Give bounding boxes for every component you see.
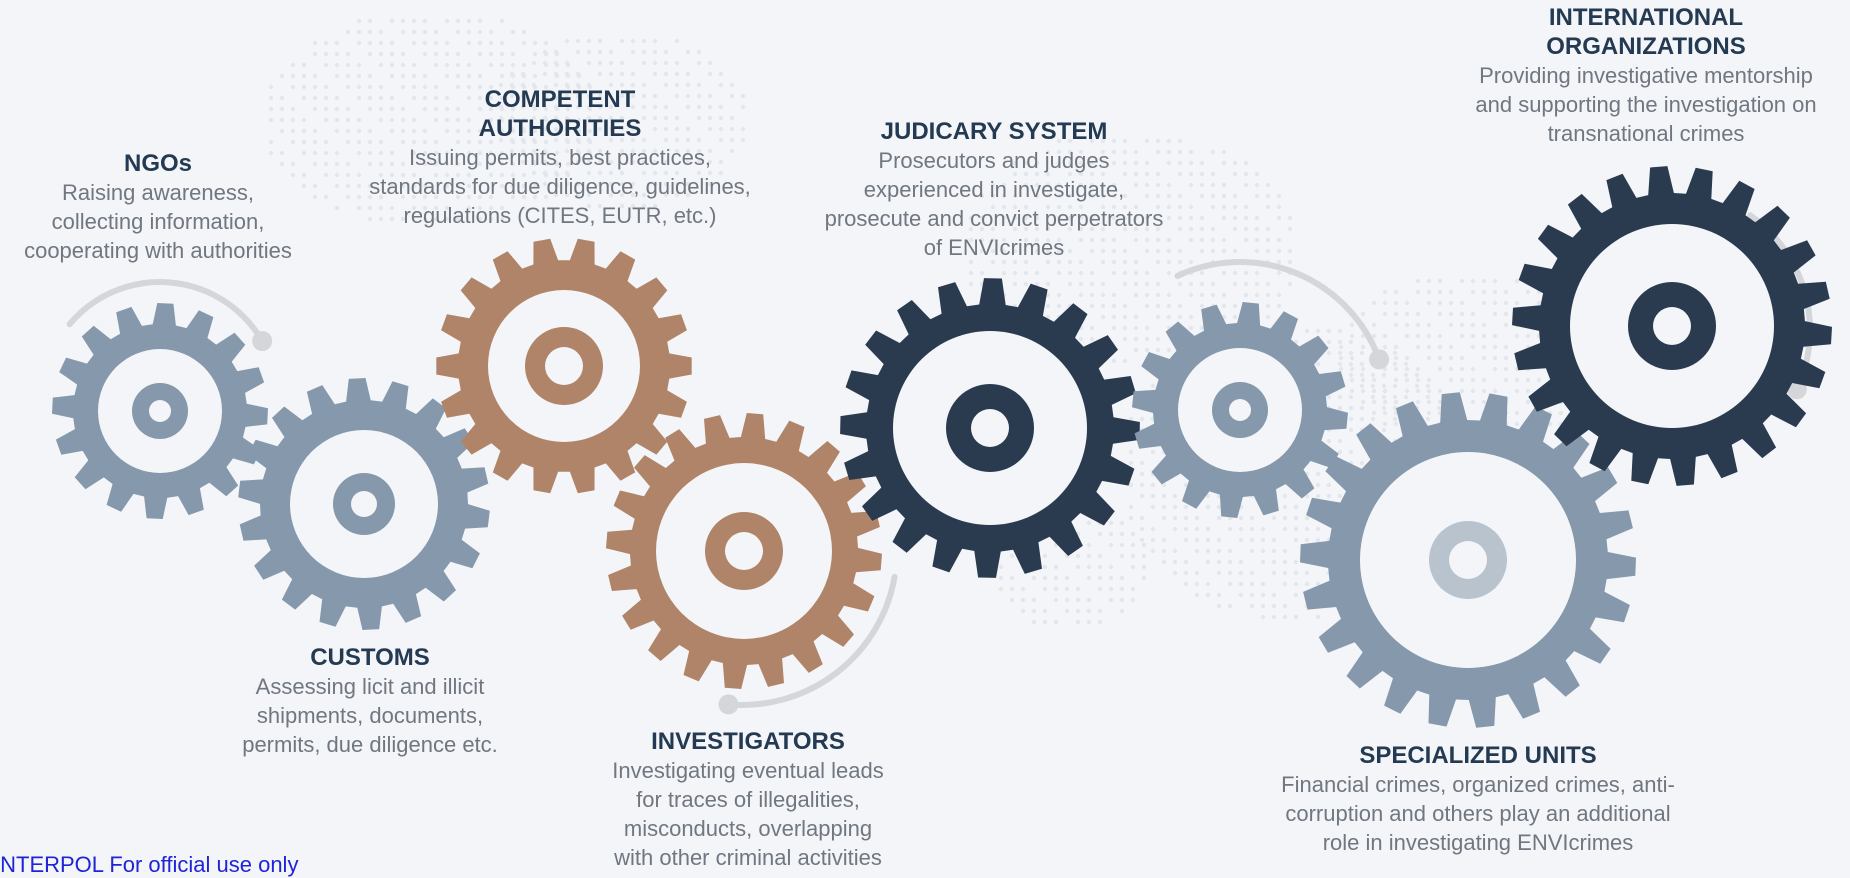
- gears-layer: [52, 166, 1832, 728]
- investigators-label: INVESTIGATORS Investigating eventual lea…: [573, 727, 923, 872]
- competent-authorities-label: COMPETENT AUTHORITIES Issuing permits, b…: [340, 85, 780, 230]
- specialized-units-description: Financial crimes, organized crimes, anti…: [1281, 772, 1675, 855]
- international-organizations-label: INTERNATIONAL ORGANIZATIONS Providing in…: [1442, 3, 1850, 148]
- classification-footer: INTERPOL For official use only: [0, 852, 299, 877]
- ngos-title: NGOs: [123, 150, 192, 177]
- customs-gear-icon: [238, 378, 490, 630]
- judicary-system-description: Prosecutors and judges experienced in in…: [824, 148, 1164, 260]
- gear-hub-hole: [1449, 541, 1487, 579]
- customs-description: Assessing licit and illicit shipments, d…: [242, 674, 498, 757]
- gear-hub-hole: [1653, 307, 1691, 345]
- judicary-system-title: JUDICARY SYSTEM: [880, 118, 1108, 145]
- connector-arc: [725, 573, 898, 708]
- investigators-title: INVESTIGATORS: [651, 728, 845, 755]
- specialized-units-gear-icon: [1300, 392, 1636, 728]
- investigators-gear-icon: [606, 413, 882, 689]
- connector-arc-dot: [1369, 349, 1390, 370]
- gear-hub-hole: [1229, 399, 1251, 421]
- ngos-description: Raising awareness, collecting informatio…: [24, 180, 292, 263]
- connector-arc-dot: [252, 331, 273, 351]
- judicary-system-gear-icon: [840, 278, 1140, 578]
- ngos-gear-icon: [1132, 302, 1348, 518]
- international-organizations-description: Providing investigative mentorship and s…: [1475, 63, 1817, 146]
- ngos-gear-icon: [52, 303, 268, 519]
- gear-hub-hole: [149, 400, 171, 422]
- gear-hub-hole: [545, 347, 583, 385]
- investigators-description: Investigating eventual leads for traces …: [612, 758, 884, 870]
- competent-authorities-gear-icon: [436, 238, 692, 494]
- international-organizations-title: INTERNATIONAL ORGANIZATIONS: [1546, 4, 1746, 60]
- gear-hub-hole: [971, 409, 1009, 447]
- connector-arc: [66, 279, 266, 344]
- customs-title: CUSTOMS: [310, 644, 430, 671]
- ngos-label: NGOs Raising awareness, collecting infor…: [0, 149, 316, 265]
- gear-hub-hole: [351, 491, 377, 517]
- international-organizations-gear-icon: [1512, 166, 1832, 486]
- customs-label: CUSTOMS Assessing licit and illicit ship…: [200, 643, 540, 759]
- specialized-units-title: SPECIALIZED UNITS: [1359, 742, 1597, 769]
- competent-authorities-description: Issuing permits, best practices, standar…: [369, 145, 751, 228]
- competent-authorities-title: COMPETENT AUTHORITIES: [478, 86, 642, 142]
- gear-hub-hole: [725, 532, 763, 570]
- specialized-units-label: SPECIALIZED UNITS Financial crimes, orga…: [1238, 741, 1718, 857]
- connector-arc-dot: [718, 694, 739, 715]
- judicary-system-label: JUDICARY SYSTEM Prosecutors and judges e…: [784, 117, 1204, 262]
- connector-arc: [1174, 259, 1383, 363]
